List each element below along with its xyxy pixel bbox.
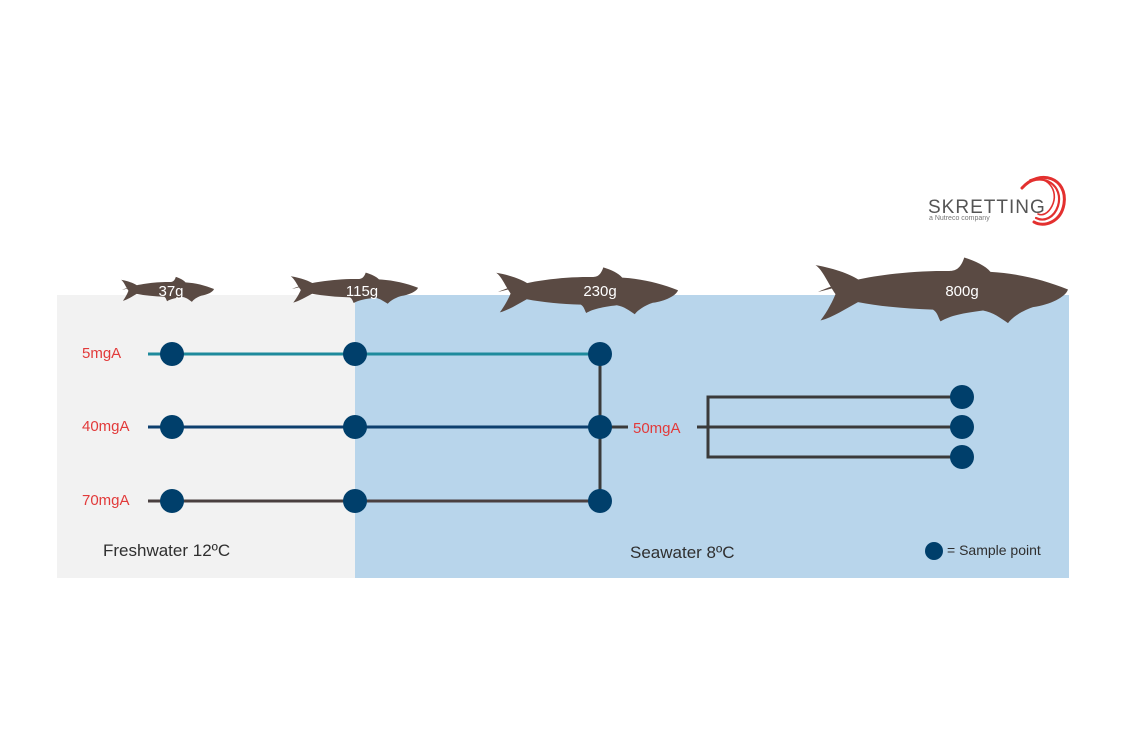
dose-label-40mgA: 40mgA [82,418,130,435]
weight-label-115g: 115g [345,283,379,300]
dose-label-5mgA: 5mgA [82,345,122,362]
sample-point [160,415,184,439]
sample-point [588,415,612,439]
legend-sample-point-icon [925,542,943,560]
dose-label-50mgA: 50mgA [633,420,681,437]
weight-label-800g: 800g [945,283,979,300]
weight-label-37g: 37g [158,283,184,300]
logo-name: SKRETTING [928,197,1046,218]
sample-point [588,342,612,366]
logo-tagline: a Nutreco company [929,215,990,222]
dose-label-70mgA: 70mgA [82,492,130,509]
freshwater-label: Freshwater 12ºC [103,541,231,560]
sample-point [588,489,612,513]
fish-800g-icon [815,257,1068,324]
sample-point [160,342,184,366]
seawater-zone [355,295,1069,578]
sample-point [950,415,974,439]
sample-point [950,385,974,409]
sample-point [950,445,974,469]
seawater-label: Seawater 8ºC [630,543,735,562]
skretting-swirl-icon [1020,176,1066,226]
sample-point [343,415,367,439]
sample-point [343,342,367,366]
freshwater-zone [57,295,355,578]
sample-point [160,489,184,513]
weight-label-230g: 230g [583,283,617,300]
legend-label: = Sample point [947,542,1041,558]
sample-point [343,489,367,513]
branch-bracket [706,395,962,459]
